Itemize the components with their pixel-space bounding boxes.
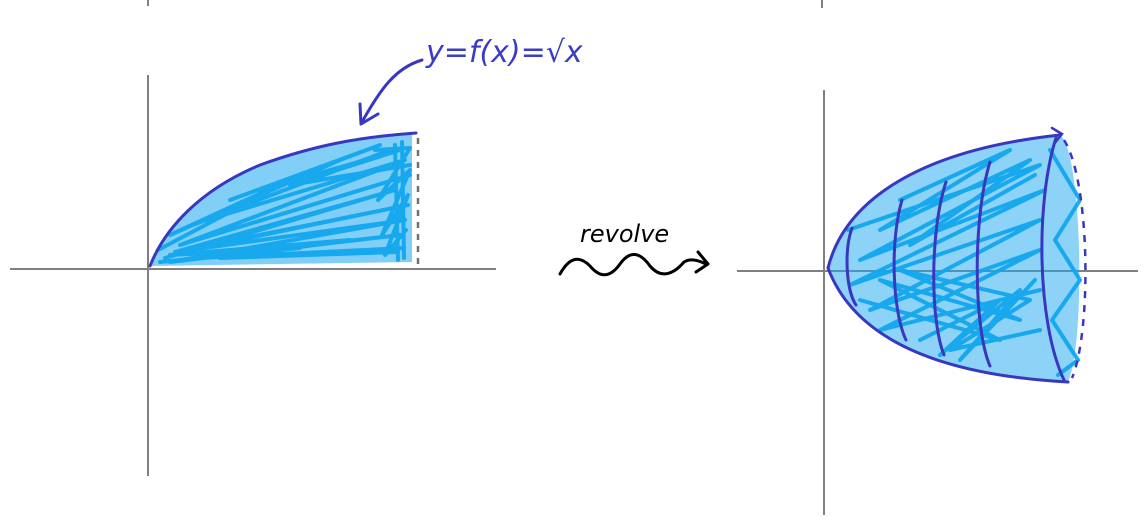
revolve-arrowhead [694, 250, 710, 274]
disc-cross-sections [845, 136, 1066, 382]
disc-5 [1040, 136, 1066, 382]
left-panel: y=f(x)=√x [10, 35, 583, 476]
function-label: y=f(x)=√x [425, 35, 583, 70]
solid-top-curve [826, 133, 1062, 270]
solid-bottom-curve [826, 266, 1070, 384]
revolve-transition: revolve [558, 220, 710, 277]
end-cap-dashed [1062, 139, 1087, 379]
revolve-wavy-arrow [558, 253, 708, 277]
label-pointer-arrow [360, 58, 424, 124]
disc-4 [975, 160, 992, 368]
left-sqrt-curve [148, 131, 418, 268]
disc-3 [932, 180, 948, 357]
disc-2 [892, 198, 908, 342]
right-panel [737, 90, 1138, 515]
left-scribbles [156, 140, 412, 264]
revolve-label: revolve [580, 220, 669, 248]
end-cap-arrowhead [1050, 126, 1064, 146]
label-pointer-arrowhead [358, 102, 380, 126]
disc-1 [845, 226, 858, 307]
